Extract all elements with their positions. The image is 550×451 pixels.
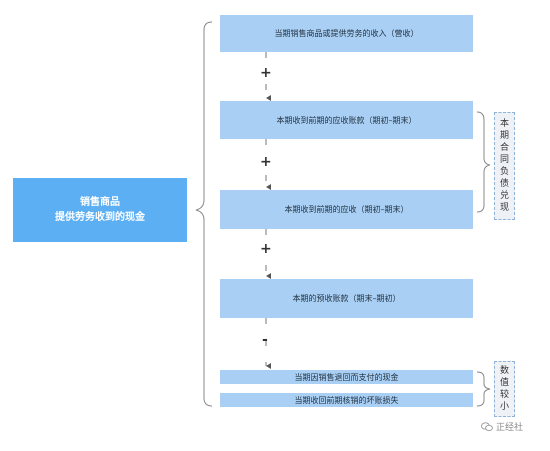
side2-char: 较 bbox=[499, 390, 509, 400]
left-brace bbox=[195, 21, 213, 407]
wechat-icon bbox=[481, 421, 493, 431]
box-receivable: 本期收到前期的应收（期初–期末） bbox=[220, 190, 473, 229]
side-label-contract-liability: 本期合同负债兑现 bbox=[494, 112, 515, 220]
side1-char: 同 bbox=[499, 155, 509, 165]
box-sales-returns: 当期因销售退回而支付的现金 bbox=[220, 370, 473, 384]
main-line-1: 销售商品 bbox=[80, 197, 120, 208]
op-plus-2: + bbox=[260, 154, 272, 170]
side-label-small-values: 数值较小 bbox=[494, 361, 515, 417]
side1-char: 本 bbox=[499, 119, 509, 129]
box-bad-debt-recovery: 当期收回前期核销的坏账损失 bbox=[220, 393, 473, 407]
side1-char: 合 bbox=[499, 143, 509, 153]
box-receivable-accounts: 本期收到前期的应收账款（期初–期末） bbox=[220, 101, 473, 139]
side1-char: 债 bbox=[499, 179, 509, 189]
side1-char: 期 bbox=[499, 131, 509, 141]
side2-char: 小 bbox=[499, 402, 509, 412]
watermark: 正经社 bbox=[481, 420, 523, 433]
side1-char: 兑 bbox=[499, 191, 509, 201]
op-plus-3: + bbox=[260, 241, 272, 257]
right-brace-1 bbox=[476, 111, 491, 213]
op-plus-1: + bbox=[260, 65, 272, 81]
main-line-2: 提供劳务收到的现金 bbox=[55, 212, 145, 223]
side1-char: 负 bbox=[499, 167, 509, 177]
side1-char: 现 bbox=[499, 203, 509, 213]
side2-char: 数 bbox=[499, 366, 509, 376]
box-advance-receipts: 本期的预收账款（期末–期初） bbox=[220, 279, 473, 318]
op-minus: - bbox=[262, 332, 268, 348]
right-brace-2 bbox=[476, 371, 491, 407]
main-node: 销售商品 提供劳务收到的现金 bbox=[13, 178, 187, 242]
watermark-text: 正经社 bbox=[496, 423, 524, 433]
box-revenue: 当期销售商品或提供劳务的收入（营收） bbox=[220, 15, 473, 52]
side2-char: 值 bbox=[499, 378, 509, 388]
